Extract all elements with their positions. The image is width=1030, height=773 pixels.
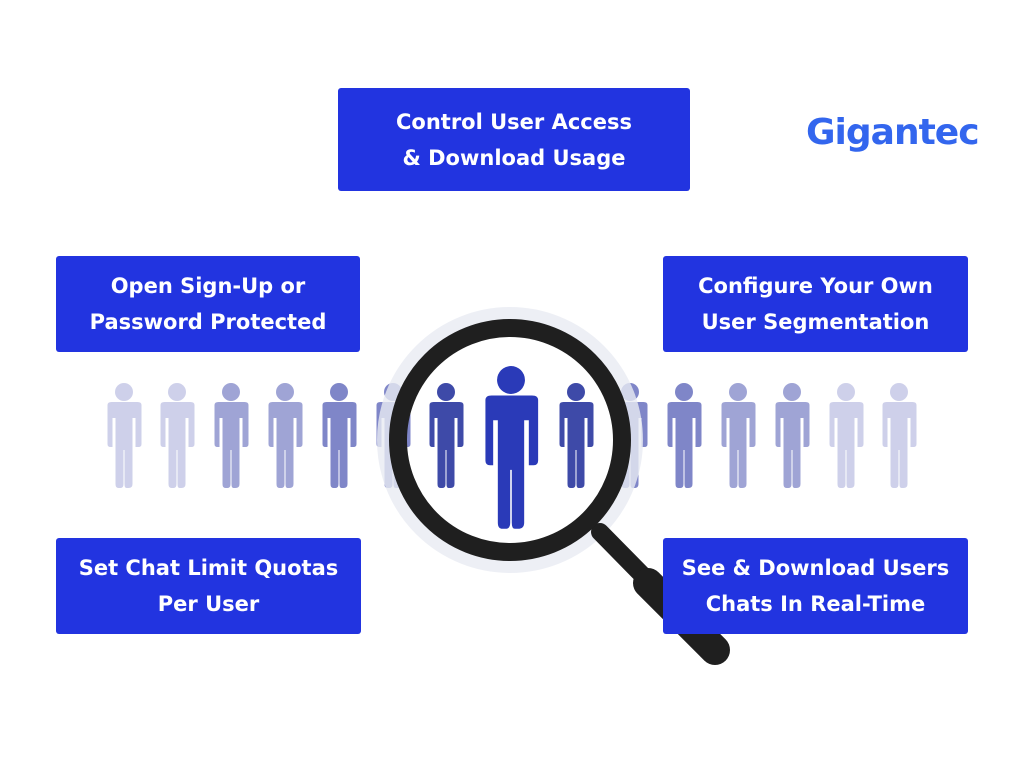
person-icon — [214, 383, 249, 488]
feature-line: & Download Usage — [402, 145, 626, 170]
person-icon — [268, 383, 303, 488]
feature-segmentation: Configure Your Own User Segmentation — [663, 256, 968, 352]
feature-line: Set Chat Limit Quotas — [78, 556, 339, 580]
person-icon — [721, 383, 756, 488]
person-icon — [882, 383, 917, 488]
person-icon — [829, 383, 864, 488]
person-icon — [322, 383, 357, 488]
focused-person-icon — [485, 366, 539, 529]
feature-line: Password Protected — [89, 310, 327, 334]
feature-chat-limit: Set Chat Limit Quotas Per User — [56, 538, 361, 634]
feature-line: User Segmentation — [701, 310, 930, 334]
person-icon — [559, 383, 594, 488]
feature-line: Per User — [157, 592, 260, 616]
feature-line: Configure Your Own — [698, 274, 933, 298]
person-icon — [485, 366, 539, 529]
person-icon — [107, 383, 142, 488]
person-icon — [429, 383, 464, 488]
person-icon — [775, 383, 810, 488]
feature-signup: Open Sign-Up or Password Protected — [56, 256, 360, 352]
feature-line: Chats In Real-Time — [705, 592, 926, 616]
feature-line: See & Download Users — [681, 556, 950, 580]
person-icon — [667, 383, 702, 488]
feature-line: Control User Access — [396, 109, 632, 134]
feature-download-chats: See & Download Users Chats In Real-Time — [663, 538, 968, 634]
feature-control-access: Control User Access & Download Usage — [338, 88, 690, 191]
feature-line: Open Sign-Up or — [110, 274, 306, 298]
person-icon — [160, 383, 195, 488]
brand-logo: Gigantec — [806, 112, 980, 153]
